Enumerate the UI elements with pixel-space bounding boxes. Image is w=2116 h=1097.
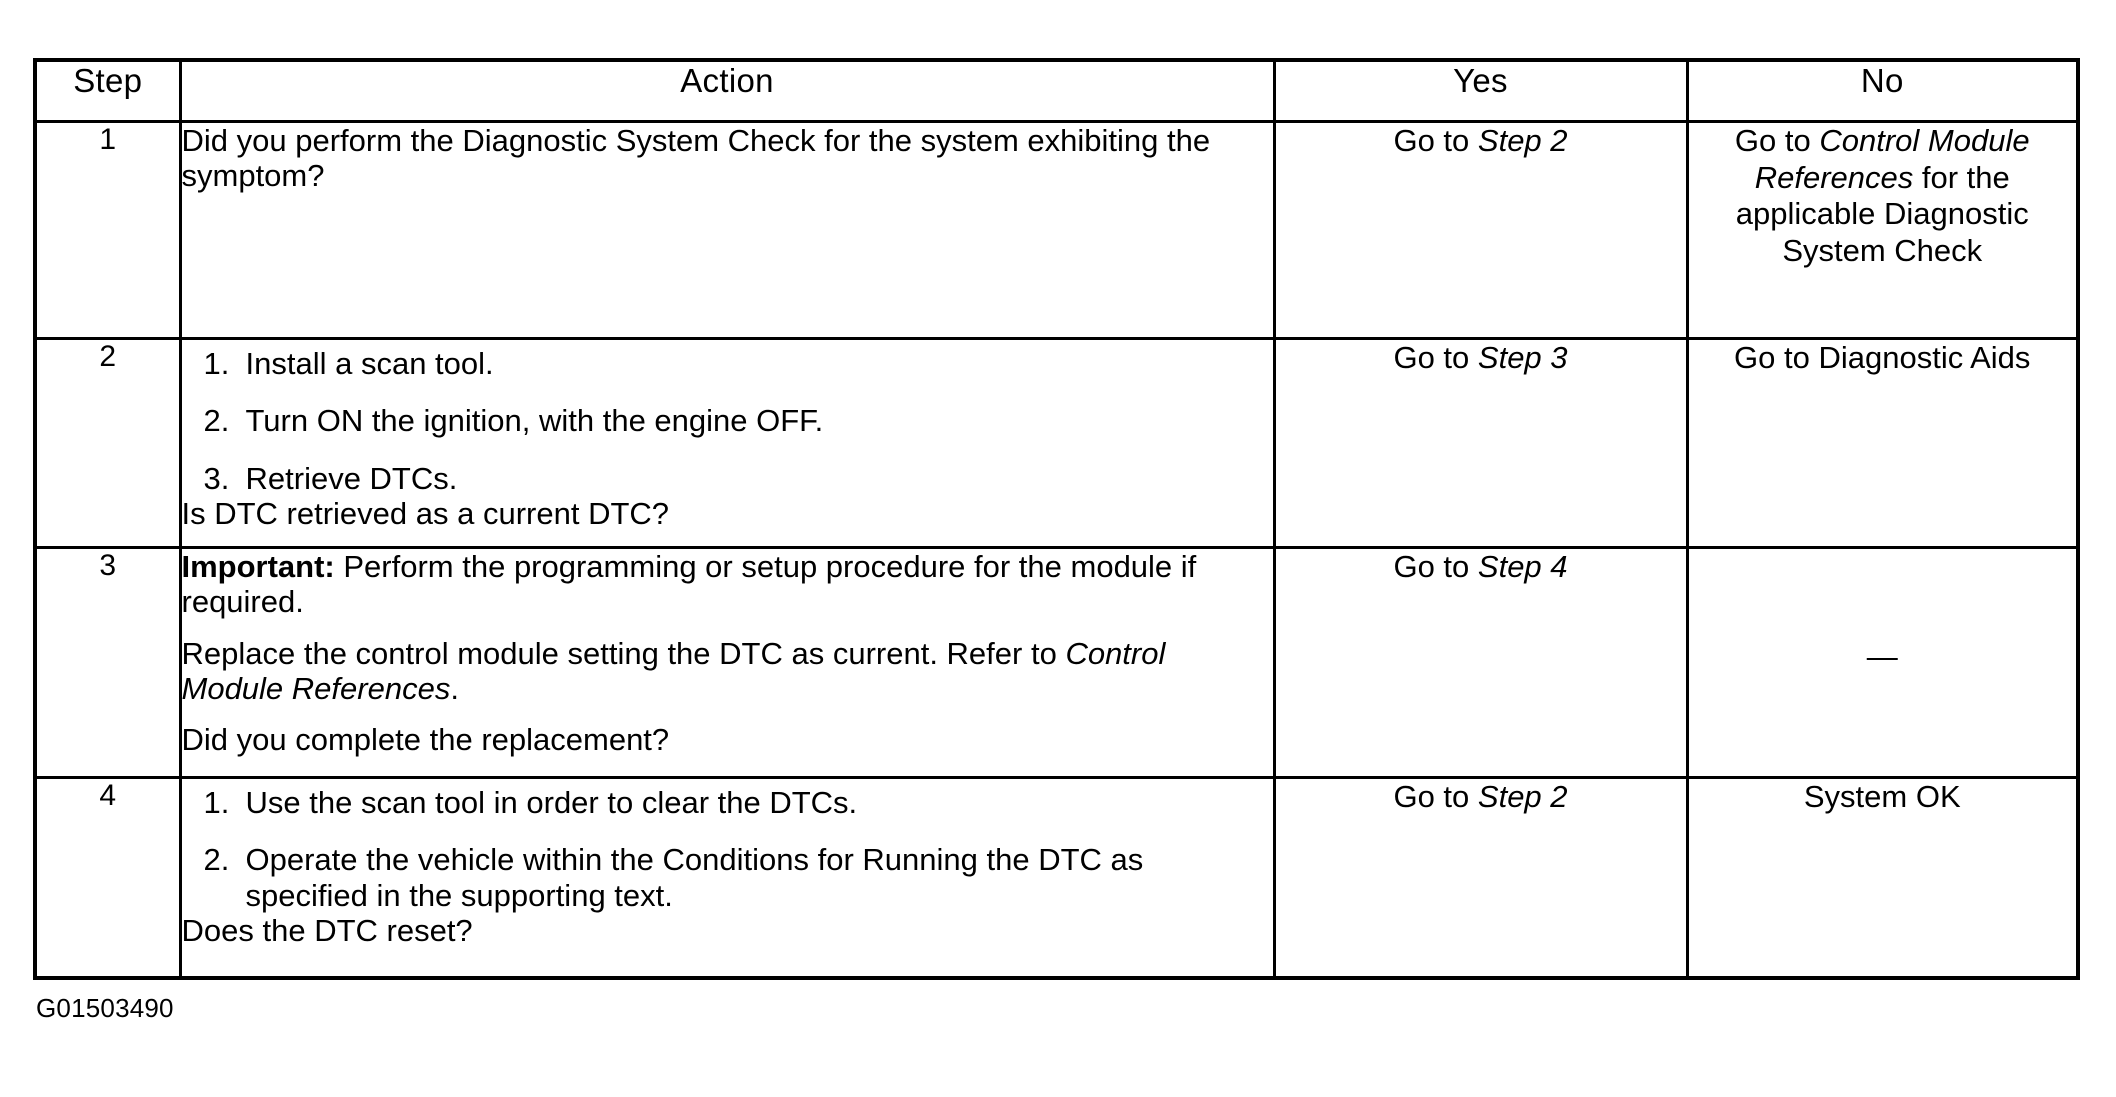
action-cell: 1. Use the scan tool in order to clear th… [178, 776, 1276, 980]
list-item-number: 1. [203, 346, 230, 381]
column-header-no: No [1685, 58, 2080, 123]
no-text-prefix: — [1866, 639, 1898, 675]
action-question: Is DTC retrieved as a current DTC? [181, 495, 670, 531]
action-body-suffix: . [450, 670, 459, 706]
no-cell: Go to Control Module References for the … [1685, 120, 2080, 340]
action-cell: Important: Perform the programming or se… [178, 546, 1276, 779]
action-step-list: 1. Use the scan tool in order to clear th… [182, 785, 1273, 913]
action-question: Did you complete the replacement? [181, 722, 670, 758]
column-header-action: Action [178, 58, 1276, 123]
step-number: 2 [33, 337, 182, 549]
list-item-text: Operate the vehicle within the Condition… [245, 842, 1144, 913]
yes-text-prefix: Go to [1393, 123, 1478, 158]
yes-text-italic: Step 4 [1477, 549, 1568, 584]
no-cell: — [1685, 546, 2080, 779]
list-item-number: 2. [203, 403, 230, 439]
no-text-prefix: Go to [1734, 123, 1820, 158]
yes-text-prefix: Go to [1393, 340, 1478, 375]
list-item-number: 1. [203, 785, 230, 820]
action-step-list: 1. Install a scan tool. 2. Turn ON the ign… [182, 346, 1273, 496]
no-cell: System OK [1685, 776, 2080, 980]
list-item-text: Retrieve DTCs. [245, 460, 458, 496]
yes-text-prefix: Go to [1393, 779, 1478, 814]
list-item-text: Turn ON the ignition, with the engine OF… [245, 403, 824, 439]
yes-cell: Go to Step 2 [1272, 776, 1689, 980]
table-header-row: Step Action Yes No [33, 58, 2080, 123]
step-number: 1 [33, 120, 182, 340]
table-row: 4 1. Use the scan tool in order to clear … [33, 776, 2080, 980]
action-question: Does the DTC reset? [181, 912, 473, 948]
table-row: 2 1. Install a scan tool. 2. Turn ON the i… [33, 337, 2080, 549]
no-cell: Go to Diagnostic Aids [1685, 337, 2080, 549]
no-text-suffix: for the applicable Diagnostic System Che… [1735, 159, 2029, 268]
important-label: Important: [181, 549, 335, 584]
list-item: 3. Retrieve DTCs. [182, 461, 1273, 496]
list-item-number: 2. [203, 842, 230, 878]
yes-text-italic: Step 3 [1477, 340, 1568, 375]
yes-cell: Go to Step 4 [1272, 546, 1689, 779]
figure-caption: G01503490 [36, 993, 174, 1023]
action-body-italic: Control Module References [181, 635, 1166, 706]
diagnostic-procedure-table: Step Action Yes No 1 Did you perform the… [33, 58, 2080, 980]
column-header-yes: Yes [1272, 58, 1689, 123]
list-item-number: 3. [203, 460, 230, 496]
list-item-text: Use the scan tool in order to clear the … [245, 785, 858, 820]
action-cell: 1. Install a scan tool. 2. Turn ON the ign… [178, 337, 1276, 549]
list-item: 1. Use the scan tool in order to clear th… [182, 785, 1273, 820]
column-header-step: Step [33, 58, 182, 123]
yes-cell: Go to Step 2 [1272, 120, 1689, 340]
no-text-prefix: System OK [1803, 779, 1961, 814]
action-cell: Did you perform the Diagnostic System Ch… [178, 120, 1276, 340]
table-row: 1 Did you perform the Diagnostic System … [33, 120, 2080, 340]
table-row: 3 Important: Perform the programming or … [33, 546, 2080, 779]
list-item: 2. Turn ON the ignition, with the engine … [182, 403, 1273, 438]
yes-text-italic: Step 2 [1477, 123, 1568, 158]
action-important-note: Important: Perform the programming or se… [182, 549, 1273, 620]
list-item: 1. Install a scan tool. [182, 346, 1273, 381]
action-question: Did you perform the Diagnostic System Ch… [181, 123, 1211, 194]
no-text-prefix: Go to Diagnostic Aids [1734, 340, 2031, 375]
yes-text-italic: Step 2 [1477, 779, 1568, 814]
yes-cell: Go to Step 3 [1272, 337, 1689, 549]
list-item-text: Install a scan tool. [245, 346, 494, 381]
step-number: 4 [33, 776, 182, 980]
important-text: Perform the programming or setup procedu… [181, 549, 1197, 620]
yes-text-prefix: Go to [1393, 549, 1478, 584]
action-body: Replace the control module setting the D… [182, 636, 1273, 707]
list-item: 2. Operate the vehicle within the Conditi… [182, 842, 1273, 913]
no-text-italic: Control Module References [1754, 123, 2030, 195]
step-number: 3 [33, 546, 182, 779]
action-body-prefix: Replace the control module setting the D… [181, 635, 1066, 671]
